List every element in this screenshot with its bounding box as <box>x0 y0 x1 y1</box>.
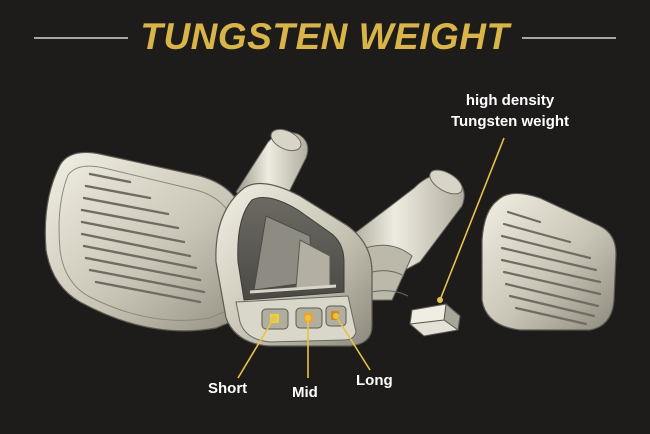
tungsten-weight-part <box>410 304 460 336</box>
callout-line-2: Tungsten weight <box>420 111 600 132</box>
tungsten-callout: high density Tungsten weight <box>420 90 600 132</box>
label-short: Short <box>208 380 247 397</box>
callout-line-1: high density <box>420 90 600 111</box>
page-title: TUNGSTEN WEIGHT <box>0 16 650 58</box>
right-face-plate <box>482 193 616 330</box>
label-mid: Mid <box>292 384 318 401</box>
label-long: Long <box>356 372 393 389</box>
